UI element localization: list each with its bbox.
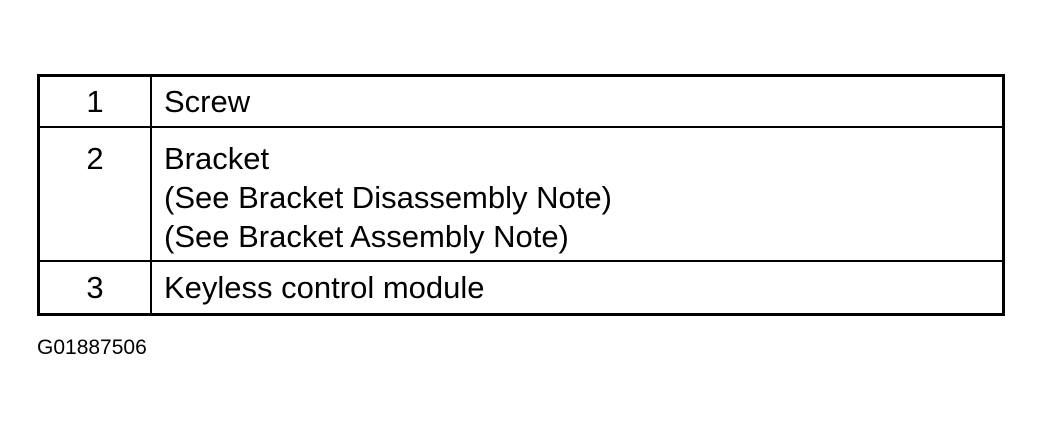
legend-row: 2 Bracket (See Bracket Disassembly Note)… [37,126,1005,262]
legend-row: 1 Screw [37,74,1005,128]
legend-description-cell: Keyless control module [150,260,1005,316]
component-legend-table: 1 Screw 2 Bracket (See Bracket Disassemb… [37,74,1005,316]
legend-description: Bracket [164,141,270,176]
legend-description-cell: Bracket (See Bracket Disassembly Note) (… [150,126,1005,262]
legend-row: 3 Keyless control module [37,260,1005,316]
legend-number-cell: 3 [37,260,152,316]
legend-number-cell: 2 [37,126,152,262]
legend-description-cell: Screw [150,74,1005,128]
legend-note: (See Bracket Disassembly Note) [164,180,612,215]
legend-note: (See Bracket Assembly Note) [164,219,569,254]
legend-number-cell: 1 [37,74,152,128]
figure-id: G01887506 [37,336,147,359]
legend-description: Screw [164,84,251,119]
legend-description: Keyless control module [164,270,485,305]
legend-number: 2 [86,141,104,176]
legend-number: 1 [86,84,104,119]
legend-number: 3 [86,270,104,305]
